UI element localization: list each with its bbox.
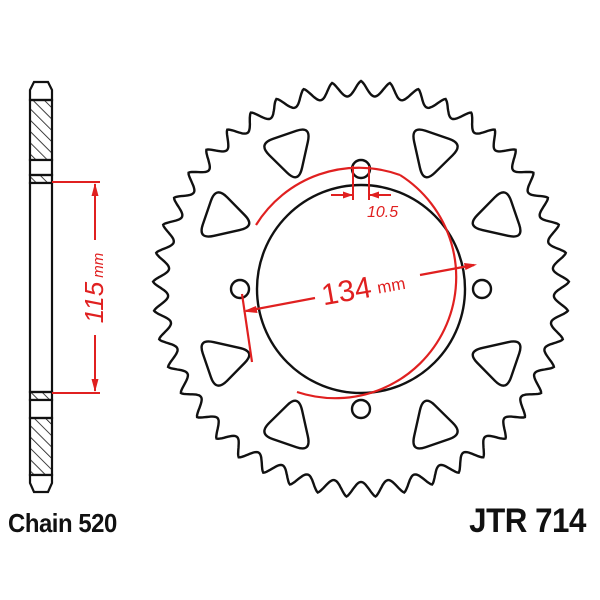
- bolt-hole-left: [229, 278, 251, 300]
- dimension-134: [243, 263, 477, 313]
- svg-text:115mm: 115mm: [79, 253, 109, 323]
- cutout: [200, 340, 251, 387]
- center-bore: [255, 183, 467, 395]
- bolt-hole-bottom: [350, 398, 372, 420]
- side-bottom-hatch: [28, 416, 54, 477]
- cutout: [263, 399, 310, 450]
- part-number-label: JTR 714: [469, 502, 586, 540]
- side-top-chamfer: [28, 80, 54, 102]
- cutout: [200, 191, 251, 238]
- side-top-hatch: [28, 98, 54, 162]
- bolt-hole-right: [471, 278, 493, 300]
- chain-size-label: Chain 520: [8, 508, 117, 538]
- cutout: [412, 399, 459, 450]
- sprocket-teeth-outline: [151, 79, 571, 498]
- dimension-10-5: [331, 166, 391, 200]
- cutout: [471, 191, 522, 238]
- dimension-115: [52, 181, 100, 394]
- cutout: [412, 128, 459, 179]
- cutout: [263, 128, 310, 179]
- bolt-circle-dimension: [240, 166, 458, 400]
- lightening-cutouts: [200, 128, 522, 450]
- side-lower-strip: [28, 390, 54, 402]
- side-bottom-chamfer: [28, 473, 54, 494]
- bolt-hole-top: [350, 158, 372, 180]
- side-view: [28, 80, 54, 494]
- cutout: [471, 340, 522, 387]
- side-body: [28, 181, 54, 394]
- dimension-115-label: 115mm: [79, 253, 109, 323]
- side-upper-strip: [28, 173, 54, 185]
- dimension-10-5-label: 10.5: [367, 204, 398, 221]
